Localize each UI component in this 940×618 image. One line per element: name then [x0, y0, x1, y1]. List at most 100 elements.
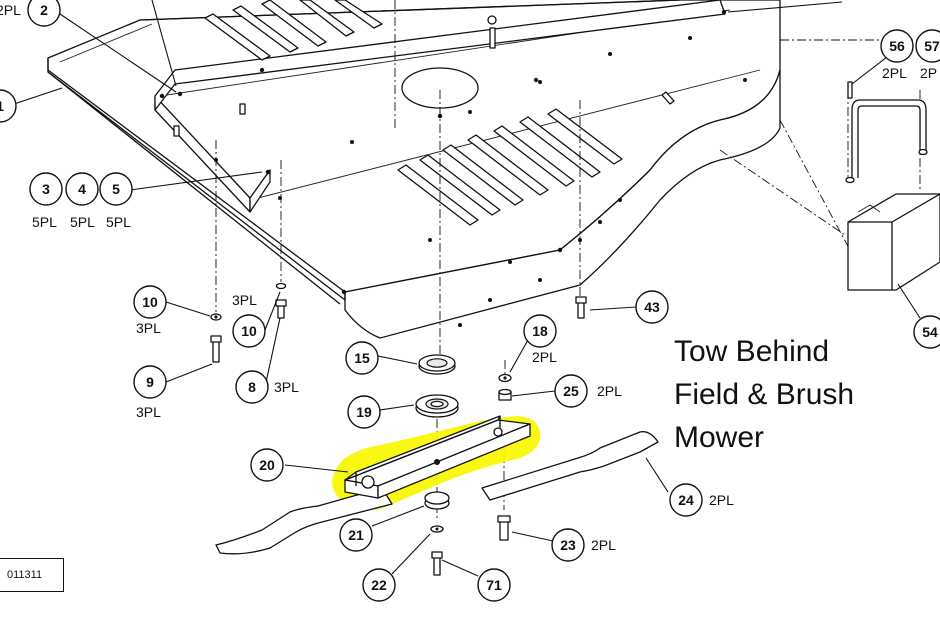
callout-number: 54 — [922, 324, 938, 340]
quantity-label: 3PL — [136, 404, 161, 420]
callout-number: 23 — [560, 537, 576, 553]
quantity-label: 3PL — [274, 379, 299, 395]
callout-3: 3 — [29, 172, 63, 206]
callout-circle — [913, 315, 940, 349]
callout-56: 56 — [880, 29, 914, 63]
callout-15: 15 — [345, 341, 379, 375]
blade-right — [481, 431, 659, 501]
bracket-56 — [851, 99, 927, 178]
title-line-1: Tow Behind — [674, 335, 830, 368]
callout-circle — [65, 172, 99, 206]
callout-circle — [0, 89, 17, 123]
cover-54 — [847, 193, 940, 291]
callout-circle — [133, 285, 167, 319]
callout-circle — [880, 29, 914, 63]
callout-circle — [339, 518, 373, 552]
washer-10b — [275, 282, 287, 290]
callout-number: 21 — [348, 527, 364, 543]
callout-22: 22 — [362, 568, 396, 602]
title-line-2: Field & Brush — [674, 378, 855, 411]
callout-circle — [250, 448, 284, 482]
callout-number: 18 — [532, 323, 548, 339]
callout-number: 20 — [259, 457, 275, 473]
callout-25: 25 — [554, 374, 588, 408]
drawing-reference-box: 011311 — [0, 558, 64, 592]
callout-4: 4 — [65, 172, 99, 206]
quantity-label: 2PL — [0, 2, 21, 18]
callout-number: 8 — [248, 379, 256, 395]
callout-number: 1 — [0, 98, 4, 114]
callout-circle — [477, 568, 511, 602]
spindle-stack — [415, 354, 512, 418]
blade-left — [215, 487, 393, 555]
quantity-label: 2PL — [882, 65, 907, 81]
quantity-label: 3PL — [136, 320, 161, 336]
callout-bubbles: 213451010981519182543202122712324565754 — [0, 0, 940, 602]
blade-carrier-group — [215, 415, 659, 576]
callout-54: 54 — [913, 315, 940, 349]
quantity-label: 2PL — [591, 537, 616, 553]
callout-number: 19 — [356, 404, 372, 420]
quantity-label: 3PL — [232, 292, 257, 308]
quantity-label: 2PL — [597, 383, 622, 399]
quantity-label: 5PL — [106, 214, 131, 230]
callout-circle — [523, 314, 557, 348]
callout-number: 2 — [40, 2, 48, 18]
callout-number: 9 — [146, 374, 154, 390]
callout-18: 18 — [523, 314, 557, 348]
callout-24: 24 — [669, 483, 703, 517]
callout-number: 22 — [371, 577, 387, 593]
callout-1: 1 — [0, 89, 17, 123]
deck-front-edge — [47, 58, 346, 301]
callout-19: 19 — [347, 395, 381, 429]
bolt-23 — [499, 519, 509, 541]
callout-circle — [133, 365, 167, 399]
callout-number: 24 — [678, 492, 694, 508]
quantity-label: 2P — [920, 65, 937, 81]
deck-slots-front — [397, 108, 623, 226]
callout-5: 5 — [99, 172, 133, 206]
callout-number: 43 — [644, 299, 660, 315]
callout-circle — [27, 0, 61, 27]
callout-number: 5 — [112, 181, 120, 197]
callout-10: 10 — [133, 285, 167, 319]
callout-number: 4 — [78, 181, 86, 197]
callout-8: 8 — [235, 370, 269, 404]
callout-43: 43 — [635, 290, 669, 324]
top-hardware — [173, 15, 497, 137]
quantity-label: 5PL — [32, 214, 57, 230]
callout-9: 9 — [133, 365, 167, 399]
quantity-label: 2PL — [532, 349, 557, 365]
title-line-3: Mower — [674, 421, 765, 454]
callout-circle — [235, 370, 269, 404]
callout-number: 10 — [142, 294, 158, 310]
quantity-label: 5PL — [70, 214, 95, 230]
callout-circle — [635, 290, 669, 324]
callout-21: 21 — [339, 518, 373, 552]
callout-number: 25 — [563, 383, 579, 399]
callout-23: 23 — [551, 528, 585, 562]
callout-20: 20 — [250, 448, 284, 482]
mower-deck — [47, 0, 781, 339]
callout-circle — [551, 528, 585, 562]
callout-number: 3 — [42, 181, 50, 197]
callout-number: 57 — [924, 38, 940, 54]
drawing-reference-number: 011311 — [7, 569, 43, 581]
callout-circle — [232, 314, 266, 348]
callout-circle — [345, 341, 379, 375]
left-hardware — [210, 282, 287, 363]
callout-circle — [669, 483, 703, 517]
quantity-label: 2PL — [709, 492, 734, 508]
quantity-labels: 2PL 5PL 5PL 5PL 3PL 3PL 3PL 3PL 2PL 2PL 2PL 2PL 2PL 2… — [0, 2, 937, 553]
callout-circle — [915, 29, 940, 63]
callout-circle — [362, 568, 396, 602]
callout-circle — [554, 374, 588, 408]
callout-57: 57 — [915, 29, 940, 63]
callout-circle — [99, 172, 133, 206]
callout-number: 56 — [889, 38, 905, 54]
callout-2: 2 — [27, 0, 61, 27]
callout-10: 10 — [232, 314, 266, 348]
callout-number: 71 — [486, 577, 502, 593]
